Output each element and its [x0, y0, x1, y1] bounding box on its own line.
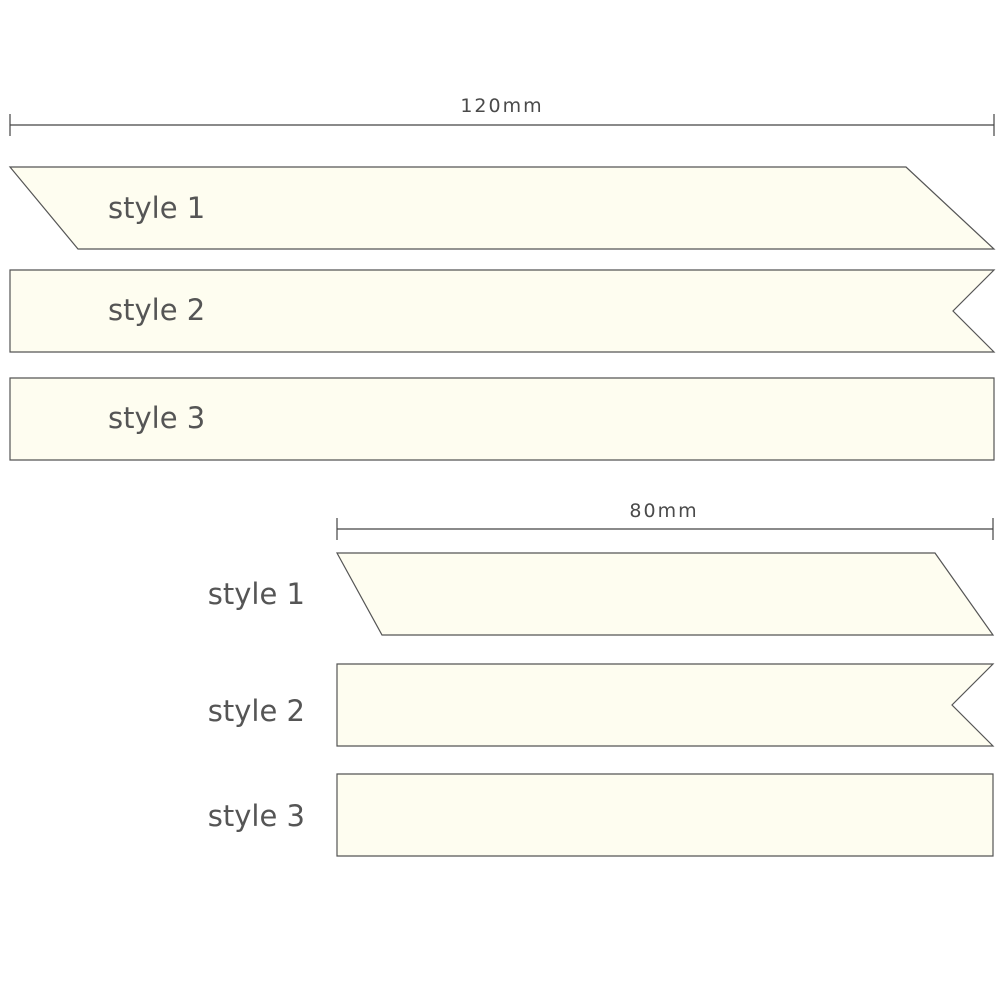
- ribbon-80-style-3: style 3: [208, 773, 994, 857]
- ribbon-120-style-2: style 2: [9, 269, 996, 353]
- dimension-120mm: 120mm: [9, 95, 995, 136]
- dimension-80mm: 80mm: [336, 500, 994, 540]
- ribbon-120-style-3: style 3: [9, 377, 995, 461]
- ribbon-shape-slanted: [335, 552, 995, 636]
- ribbon-shape-notched: [9, 269, 996, 353]
- ribbon-shape-notched: [336, 663, 995, 747]
- ribbon-label: style 2: [108, 293, 205, 327]
- dimension-label-120mm: 120mm: [460, 95, 543, 117]
- ribbon-80-style-1: style 1: [208, 552, 995, 636]
- ribbon-shape-slanted: [8, 166, 996, 250]
- ribbon-label: style 1: [208, 577, 305, 611]
- ribbon-label: style 3: [208, 799, 305, 833]
- ribbon-120-style-1: style 1: [8, 166, 996, 250]
- ribbon-label: style 2: [208, 694, 305, 728]
- ribbon-80-style-2: style 2: [208, 663, 995, 747]
- ribbon-shape-straight: [9, 377, 995, 461]
- ribbon-label: style 3: [108, 401, 205, 435]
- ribbon-shape-straight: [336, 773, 994, 857]
- dimension-label-80mm: 80mm: [629, 500, 698, 522]
- ribbon-label: style 1: [108, 191, 205, 225]
